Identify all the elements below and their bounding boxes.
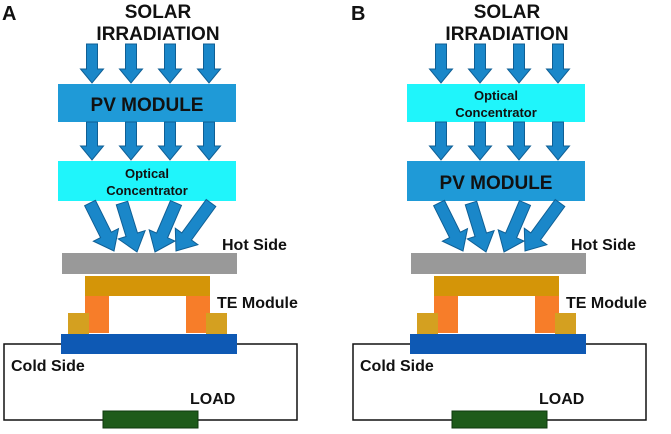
te-foot-left xyxy=(417,313,438,334)
box-bottom xyxy=(407,161,585,201)
wire-right xyxy=(547,343,647,421)
focus-arrow-1 xyxy=(83,199,120,252)
solar-label: SOLAR xyxy=(474,2,541,23)
box-top-label-line2: Concentrator xyxy=(455,105,537,120)
wire-left xyxy=(3,343,103,421)
cold-side-label: Cold Side xyxy=(11,358,85,375)
hot-side-label: Hot Side xyxy=(571,237,636,254)
box-bottom-label-line1: Optical xyxy=(125,166,169,181)
irradiation-label: IRRADIATION xyxy=(445,24,568,45)
hot-side-label: Hot Side xyxy=(222,237,287,254)
irradiation-arrow xyxy=(545,43,571,84)
cold-side-label: Cold Side xyxy=(360,358,434,375)
irradiation-arrow xyxy=(467,43,493,84)
box-bottom xyxy=(58,161,236,201)
focus-arrow-3 xyxy=(497,199,532,253)
box-top-label: PV MODULE xyxy=(91,95,204,116)
irradiation-arrow xyxy=(118,43,144,84)
box-top-label-line1: Optical xyxy=(474,88,518,103)
cold-side-plate xyxy=(410,334,586,354)
panel-letter: B xyxy=(351,3,365,25)
transfer-arrow xyxy=(467,121,493,161)
te-module-label: TE Module xyxy=(566,295,647,312)
focus-arrow-2 xyxy=(115,200,146,253)
transfer-arrow xyxy=(79,121,105,161)
focus-arrow-3 xyxy=(148,199,183,253)
focus-arrow-4 xyxy=(523,198,566,252)
irradiation-arrow xyxy=(196,43,222,84)
transfer-arrow xyxy=(545,121,571,161)
box-top xyxy=(407,84,585,122)
load-label: LOAD xyxy=(539,391,584,408)
te-foot-left xyxy=(68,313,89,334)
te-foot-right xyxy=(555,313,576,334)
load-label: LOAD xyxy=(190,391,235,408)
transfer-arrow xyxy=(428,121,454,161)
irradiation-arrow xyxy=(79,43,105,84)
box-bottom-label-line2: Concentrator xyxy=(106,183,188,198)
wire-left xyxy=(352,343,452,421)
solar-label: SOLAR xyxy=(125,2,192,23)
irradiation-arrow xyxy=(157,43,183,84)
load-resistor xyxy=(102,410,199,429)
irradiation-arrow xyxy=(506,43,532,84)
te-foot-right xyxy=(206,313,227,334)
irradiation-arrow xyxy=(428,43,454,84)
transfer-arrow xyxy=(196,121,222,161)
cold-side-plate xyxy=(61,334,237,354)
te-module-label: TE Module xyxy=(217,295,298,312)
hot-side-plate xyxy=(62,253,237,274)
transfer-arrow xyxy=(157,121,183,161)
focus-arrow-4 xyxy=(174,198,217,252)
hot-side-plate xyxy=(411,253,586,274)
transfer-arrow xyxy=(506,121,532,161)
te-top-bar xyxy=(85,276,210,296)
wire-right xyxy=(198,343,298,421)
focus-arrow-1 xyxy=(432,199,469,252)
box-top xyxy=(58,84,236,122)
te-top-bar xyxy=(434,276,559,296)
load-resistor xyxy=(451,410,548,429)
irradiation-label: IRRADIATION xyxy=(96,24,219,45)
focus-arrow-2 xyxy=(464,200,495,253)
box-bottom-label: PV MODULE xyxy=(440,173,553,194)
panel-letter: A xyxy=(2,3,16,25)
transfer-arrow xyxy=(118,121,144,161)
